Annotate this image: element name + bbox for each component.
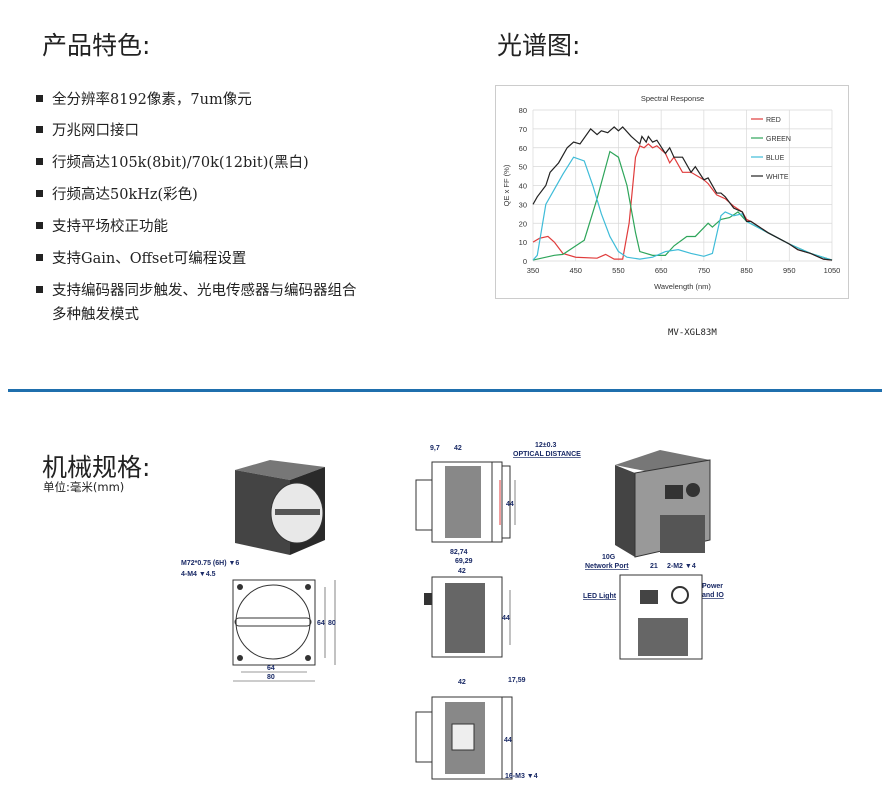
rear-holes: 2-M2 ▼4 [667, 563, 696, 570]
x-tick-label: 850 [740, 266, 753, 275]
y-tick-label: 10 [519, 238, 527, 247]
mechanical-title: 机械规格: [42, 453, 151, 482]
chart-title: Spectral Response [641, 94, 704, 103]
feature-item: 支持编码器同步触发、光电传感器与编码器组合 [36, 279, 357, 303]
y-axis-label: QE x FF (%) [502, 164, 511, 206]
camera-front-iso-drawing [235, 460, 325, 555]
chart-caption: MV-XGL83M [668, 328, 717, 338]
series-line-white [532, 126, 833, 261]
feature-item: 行频高达105k(8bit)/70k(12bit)(黑白) [36, 151, 309, 175]
feature-text: 多种触发模式 [52, 307, 139, 323]
front-view-drawing: M72*0.75 (6H) ▼6 4-M4 ▼4.5 64 80 64 80 [181, 560, 336, 682]
rear-view-drawing: 10G Network Port 21 2-M2 ▼4 LED Light Po… [583, 554, 724, 660]
feature-text: 支持编码器同步触发、光电传感器与编码器组合 [52, 283, 357, 299]
unit-label: 单位:毫米(mm) [43, 480, 125, 494]
features-title: 产品特色: [42, 31, 151, 60]
chart-frame [495, 85, 849, 299]
height-outer-label: 80 [328, 620, 336, 627]
x-tick-label: 750 [698, 266, 711, 275]
side-d1: 9,7 [430, 445, 440, 452]
optical-label: OPTICAL DISTANCE [513, 451, 581, 458]
x-tick-label: 650 [655, 266, 668, 275]
feature-text: 行频高达50kHz(彩色) [52, 187, 198, 203]
y-tick-label: 70 [519, 125, 527, 134]
feature-item: 万兆网口接口 [36, 119, 139, 143]
y-tick-label: 50 [519, 163, 527, 172]
top-view-drawing: 82,74 69,29 42 44 [424, 549, 511, 658]
led-label: LED Light [583, 593, 617, 600]
section-divider [8, 389, 882, 392]
legend-label: BLUE [766, 155, 785, 162]
y-tick-label: 20 [519, 219, 527, 228]
top-h: 44 [502, 615, 510, 622]
bottom-holes: 16-M3 ▼4 [505, 773, 538, 780]
height-inner-label: 64 [317, 620, 325, 627]
y-tick-label: 0 [523, 257, 527, 266]
thread-label: M72*0.75 (6H) ▼6 [181, 560, 239, 567]
y-tick-label: 60 [519, 144, 527, 153]
x-tick-label: 350 [527, 266, 540, 275]
holes-label: 4-M4 ▼4.5 [181, 571, 216, 578]
feature-text: 万兆网口接口 [52, 123, 139, 139]
rear-d: 21 [650, 563, 658, 570]
power-label-2: and IO [702, 592, 724, 599]
feature-item: 支持Gain、Offset可编程设置 [36, 247, 246, 271]
feature-text: 支持Gain、Offset可编程设置 [52, 251, 247, 267]
net-label-2: Network Port [585, 563, 629, 570]
legend-label: GREEN [766, 136, 791, 143]
feature-item: 行频高达50kHz(彩色) [36, 183, 198, 207]
x-tick-label: 1050 [824, 266, 841, 275]
rear-side-view-drawing: 42 17,59 44 16-M3 ▼4 [415, 677, 538, 780]
bottom-h: 44 [504, 737, 512, 744]
optical-value: 12±0.3 [535, 442, 556, 449]
y-tick-label: 40 [519, 182, 527, 191]
x-axis-label: Wavelength (nm) [654, 282, 711, 291]
top-d3: 42 [458, 568, 466, 575]
bottom-d1: 42 [458, 679, 466, 686]
side-h: 44 [506, 501, 514, 508]
feature-item-cont: 多种触发模式 [52, 303, 139, 327]
y-tick-label: 80 [519, 106, 527, 115]
x-tick-label: 450 [569, 266, 582, 275]
top-d2: 69,29 [455, 558, 473, 565]
width-outer-label: 80 [267, 674, 275, 681]
spectrum-title: 光谱图: [497, 31, 581, 60]
side-view-drawing: 9,7 42 12±0.3 OPTICAL DISTANCE 44 [415, 442, 581, 543]
bottom-d2: 17,59 [508, 677, 526, 684]
width-inner-label: 64 [267, 665, 275, 672]
x-tick-label: 550 [612, 266, 625, 275]
feature-text: 全分辨率8192像素，7um像元 [52, 92, 252, 108]
net-label-1: 10G [602, 554, 616, 561]
legend-label: RED [766, 117, 781, 124]
power-label-1: Power [702, 583, 723, 590]
legend-label: WHITE [766, 174, 789, 181]
feature-item: 全分辨率8192像素，7um像元 [36, 88, 252, 112]
side-d2: 42 [454, 445, 462, 452]
top-d1: 82,74 [450, 549, 468, 556]
feature-text: 行频高达105k(8bit)/70k(12bit)(黑白) [52, 155, 309, 171]
y-tick-label: 30 [519, 200, 527, 209]
feature-item: 支持平场校正功能 [36, 215, 168, 239]
camera-rear-iso-drawing [615, 450, 711, 558]
x-tick-label: 950 [783, 266, 796, 275]
spectral-chart: 0 10 20 30 40 50 60 70 80 350 450 550 650 750 850 950 10… [495, 85, 849, 299]
feature-text: 支持平场校正功能 [52, 219, 168, 235]
